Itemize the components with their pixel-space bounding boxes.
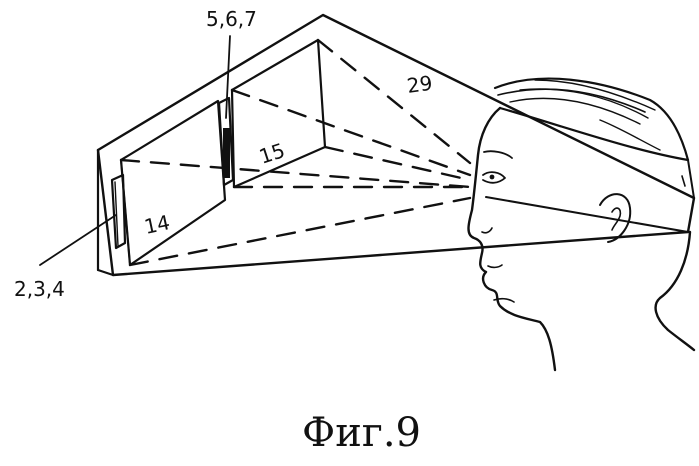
label-5-6-7: 5,6,7 <box>206 7 257 31</box>
label-29: 29 <box>405 71 434 98</box>
device-block-2-3-4 <box>112 175 125 248</box>
housing-outline <box>98 15 694 275</box>
figure-caption: Фиг.9 <box>302 410 421 456</box>
label-15: 15 <box>256 138 288 169</box>
eye-pupil <box>490 175 495 180</box>
leader-line-2-3-4 <box>40 215 116 265</box>
device-5-6-7-dark-element <box>223 128 230 178</box>
label-14: 14 <box>142 210 172 239</box>
head-profile <box>469 79 695 370</box>
label-2-3-4: 2,3,4 <box>14 277 65 301</box>
